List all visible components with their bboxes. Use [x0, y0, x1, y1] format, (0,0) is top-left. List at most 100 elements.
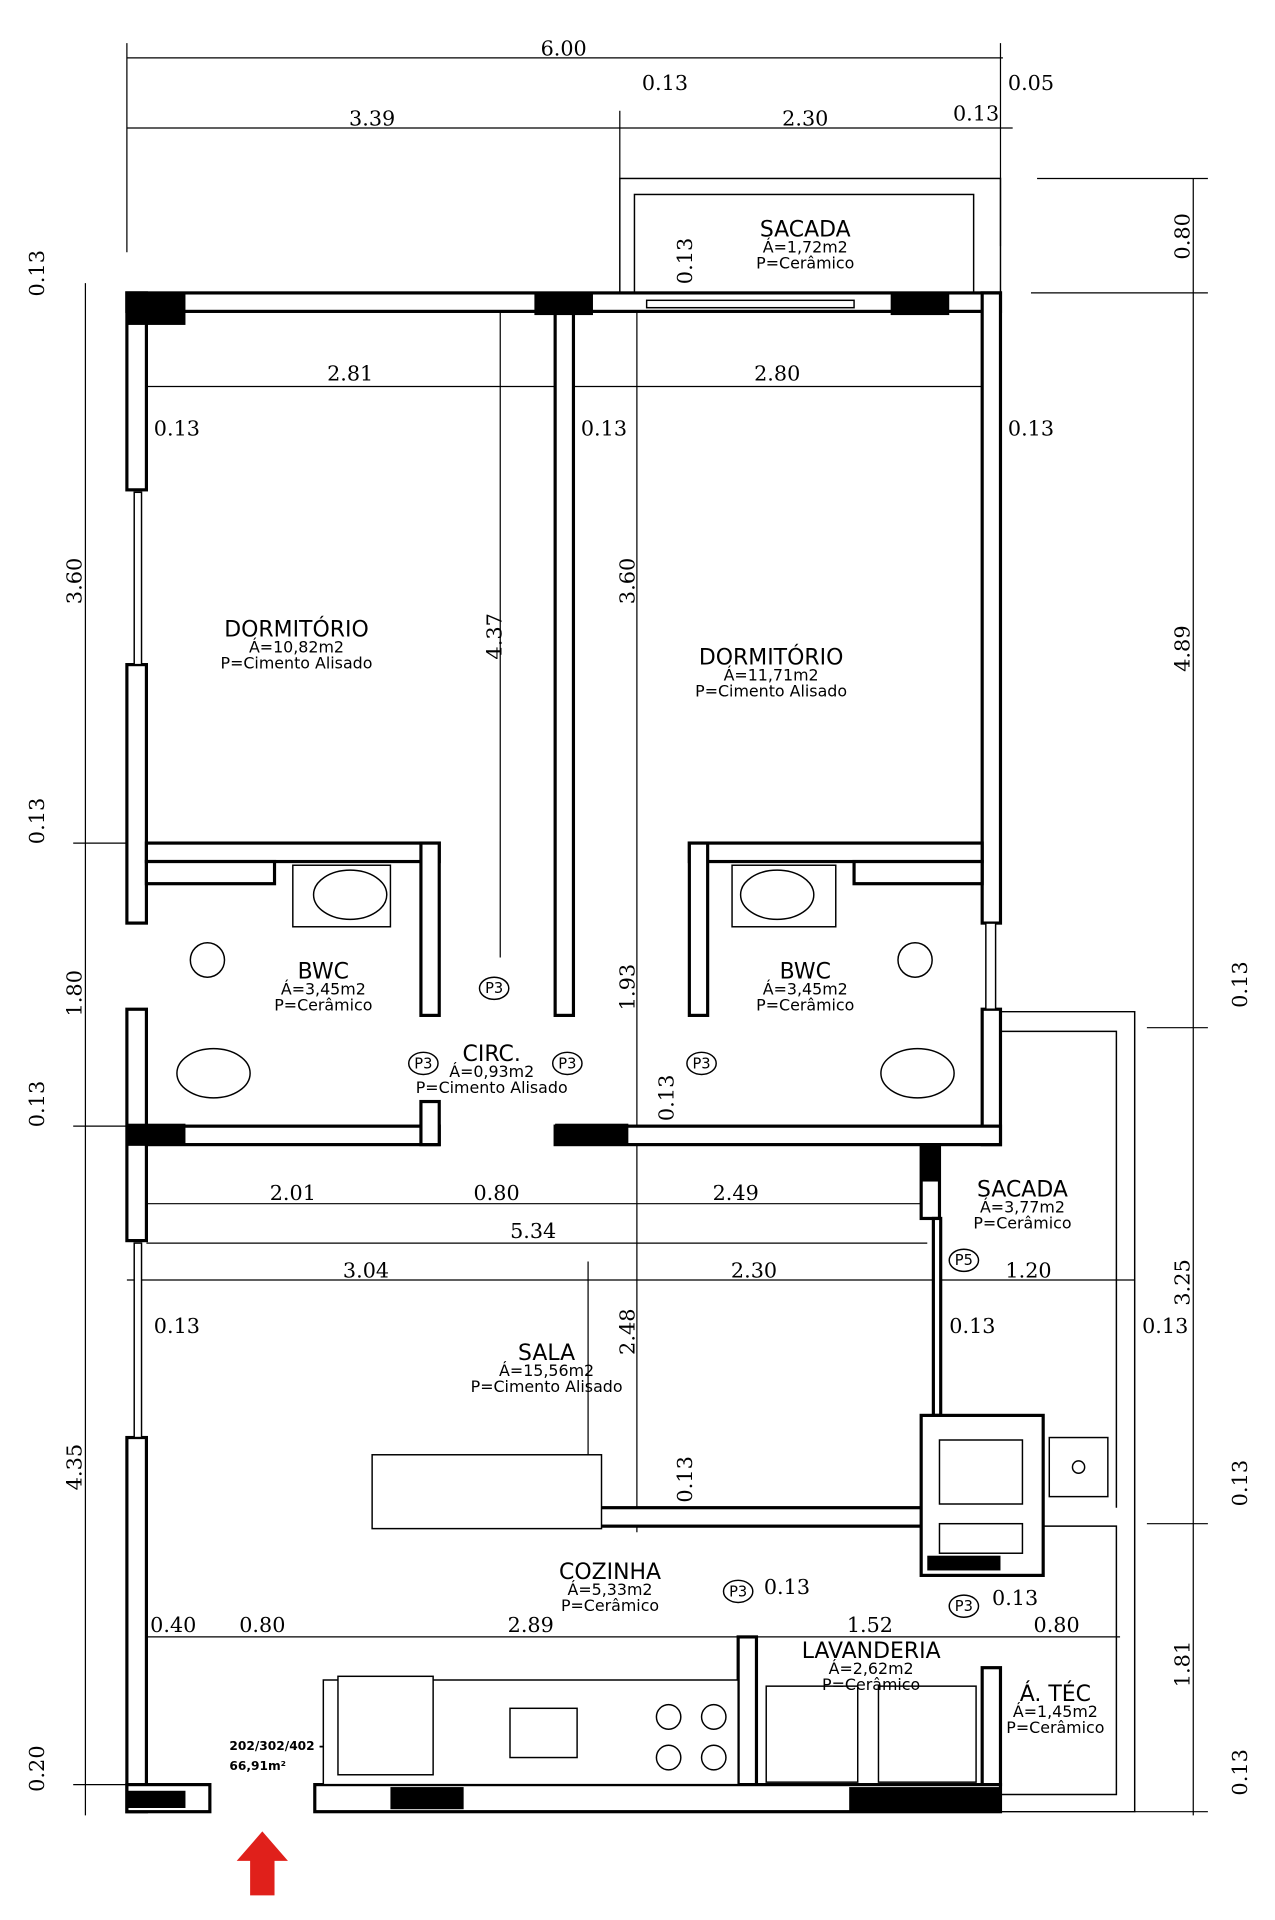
dimension-label: 0.80 — [1171, 213, 1195, 260]
dimension-label: 0.13 — [992, 1586, 1038, 1610]
dimension-label: 3.25 — [1171, 1259, 1195, 1306]
window — [133, 1242, 143, 1439]
room-area: Á=1,45m2 — [1013, 1702, 1098, 1721]
stove-icon — [655, 1703, 727, 1771]
dimension-label: 1.20 — [1005, 1258, 1051, 1282]
door-tag-circle — [948, 1248, 980, 1273]
room-name: DORMITÓRIO — [699, 645, 844, 671]
room-floor: P=Cimento Alisado — [695, 682, 847, 701]
door-tag: P3 — [558, 1055, 576, 1072]
dimension-label: 2.01 — [270, 1181, 316, 1205]
room-name: COZINHA — [559, 1560, 661, 1585]
room-area: Á=5,33m2 — [568, 1580, 653, 1599]
dimension-label: 3.39 — [349, 106, 395, 130]
dimension-label: 0.13 — [673, 238, 697, 285]
room-floor: P=Cimento Alisado — [416, 1078, 568, 1097]
dimension-label: 6.00 — [541, 36, 587, 60]
dimension-label: 0.13 — [1228, 961, 1252, 1008]
door-tag: P3 — [414, 1055, 432, 1072]
room-area: Á=3,45m2 — [281, 979, 366, 998]
dimension-label: 4.37 — [483, 613, 507, 660]
entrance-arrow-icon — [236, 1831, 288, 1896]
sliding-door — [645, 299, 855, 309]
unit-area-note: 66,91m² — [229, 1759, 286, 1773]
dimension-label: 0.20 — [25, 1745, 49, 1792]
dimension-label: 0.13 — [581, 417, 627, 441]
door-tag-circle — [478, 976, 510, 1001]
dimension-label: 0.80 — [239, 1613, 285, 1637]
dimension-label: 0.80 — [1034, 1613, 1080, 1637]
room-area: Á=15,56m2 — [499, 1361, 594, 1380]
room-floor: P=Cimento Alisado — [471, 1377, 623, 1396]
balcony-right-railing — [1000, 1010, 1136, 1813]
dimension-label: 0.13 — [655, 1075, 679, 1122]
dimension-label: 0.13 — [25, 250, 49, 297]
laundry-tank-icon — [877, 1685, 977, 1783]
room-floor: P=Cimento Alisado — [221, 653, 373, 672]
dimension-label: 3.60 — [63, 558, 87, 605]
dimension-label: 0.13 — [1228, 1749, 1252, 1796]
dimension-label: 0.13 — [25, 1081, 49, 1128]
room-name: Á. TÉC — [1020, 1681, 1091, 1707]
dimension-label: 0.40 — [150, 1613, 196, 1637]
dimension-label: 1.80 — [63, 970, 87, 1017]
room-area: Á=10,82m2 — [249, 637, 344, 656]
room-floor: P=Cerâmico — [561, 1596, 659, 1615]
dimension-label: 2.48 — [616, 1308, 640, 1355]
dimension-label: 2.80 — [754, 361, 800, 385]
room-floor: P=Cerâmico — [973, 1213, 1071, 1232]
washing-machine-icon — [765, 1685, 859, 1783]
door-tag-circle — [722, 1579, 754, 1604]
dimension-label: 2.81 — [327, 361, 373, 385]
dimension-label: 2.89 — [508, 1613, 554, 1637]
room-floor: P=Cerâmico — [1006, 1718, 1104, 1737]
room-name: CIRC. — [463, 1042, 521, 1067]
room-name: DORMITÓRIO — [224, 616, 369, 642]
room-area: Á=3,45m2 — [763, 979, 848, 998]
room-name: LAVANDERIA — [802, 1639, 941, 1664]
dimension-label: 0.13 — [25, 798, 49, 845]
shower-icon — [897, 942, 933, 978]
dimension-label: 0.13 — [154, 1314, 200, 1338]
dimension-label: 2.30 — [731, 1258, 777, 1282]
kitchen-sink-icon — [509, 1707, 578, 1759]
room-area: Á=0,93m2 — [449, 1062, 534, 1081]
room-floor: P=Cerâmico — [822, 1675, 920, 1694]
dimension-label: 0.05 — [1008, 71, 1054, 95]
door-tag: P5 — [955, 1252, 973, 1269]
dimension-label: 0.13 — [154, 417, 200, 441]
dimension-label: 0.13 — [642, 71, 688, 95]
room-floor: P=Cerâmico — [274, 995, 372, 1014]
dimension-label: 0.13 — [949, 1314, 995, 1338]
door-tag: P3 — [729, 1583, 747, 1600]
room-area: Á=3,77m2 — [980, 1197, 1065, 1216]
toilet-icon — [880, 1047, 955, 1099]
dimension-label: 3.60 — [616, 558, 640, 605]
dimension-label: 4.89 — [1171, 625, 1195, 672]
dimension-label: 1.81 — [1171, 1641, 1195, 1688]
dimension-label: 1.93 — [616, 964, 640, 1011]
shower-icon — [189, 942, 226, 978]
dimension-label: 0.80 — [473, 1181, 519, 1205]
dimension-label: 0.13 — [673, 1456, 697, 1503]
door-tag-circle — [686, 1051, 717, 1076]
dimension-label: 3.04 — [343, 1258, 389, 1282]
room-name: SACADA — [760, 217, 851, 242]
door-tag: P3 — [955, 1598, 973, 1615]
room-floor: P=Cerâmico — [756, 253, 854, 272]
door-tag: P3 — [485, 980, 503, 997]
dimension-label: 0.13 — [1228, 1460, 1252, 1507]
door-tag-circle — [551, 1051, 583, 1076]
door-tag-circle — [948, 1594, 980, 1618]
dimension-label: 1.52 — [847, 1613, 893, 1637]
room-area: Á=2,62m2 — [829, 1659, 914, 1678]
dimension-label: 2.49 — [713, 1181, 759, 1205]
window — [133, 491, 143, 666]
room-floor: P=Cerâmico — [756, 995, 854, 1014]
dimension-label: 0.13 — [1142, 1314, 1188, 1338]
window — [985, 922, 997, 1010]
room-name: BWC — [780, 959, 831, 984]
room-area: Á=1,72m2 — [763, 237, 848, 256]
door-tag-circle — [408, 1051, 439, 1076]
dimension-label: 5.34 — [510, 1219, 556, 1243]
